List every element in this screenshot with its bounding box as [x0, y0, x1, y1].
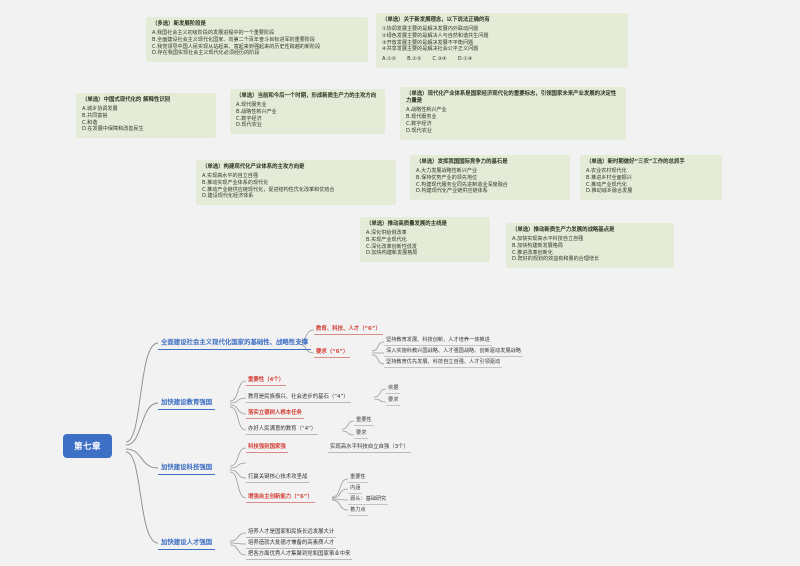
quiz-line: ②绿色发展主要的是解决人与自然和谐共生问题 — [382, 32, 489, 39]
quiz-card-high-quality-development: （单选）推动高质量发展的主线是 A.深化供给侧改革 B.实现产业现代化 C.深化… — [360, 217, 490, 263]
mindmap: 第七章 全面建设社会主义现代化国家的基础性、战略性支撑 教育、科技、人才（“6”… — [8, 5, 792, 561]
quiz-line: D.既好的规划的效益有和量的合理增长 — [512, 256, 600, 263]
quiz-line: C.深化改革创新性低发 — [366, 243, 418, 250]
leaf-node-connotation[interactable]: 内涵 — [348, 483, 363, 494]
subnode-requirements-6[interactable]: 要求（“6”） — [314, 346, 351, 358]
quiz-card-national-competitiveness: （单选）发挥我国国际竞争力的基石是 A.大力发展战略性新兴产业 B.保持优势产业… — [410, 155, 570, 201]
mindmap-canvas: （多选）新发展阶段是 A.我国社会主义初级阶段的发展进程中的一个重要阶段 B.全… — [8, 5, 792, 561]
quiz-line: B.加快构建新发展格局 — [512, 242, 563, 249]
quiz-card-new-development-stage: （多选）新发展阶段是 A.我国社会主义初级阶段的发展进程中的一个重要阶段 B.全… — [146, 17, 368, 63]
quiz-line: B.推进乡村全面振兴 — [586, 174, 632, 181]
subnode-key-core-technology[interactable]: 打赢关键核心技术攻坚战 — [246, 471, 310, 483]
quiz-line: A.战略性新兴产业 — [406, 107, 447, 114]
quiz-card-modern-industry-system: （单选）现代化产业体系是国家经济现代化的重要标志，引领国家未来产业发展的决定性力… — [400, 87, 626, 140]
quiz-line: A.加快实现高水平科技自立自强 — [512, 235, 584, 242]
quiz-title: （单选）现代化产业体系是国家经济现代化的重要标志，引领国家未来产业发展的决定性力… — [406, 91, 617, 105]
subnode-strong-science-strong-nation[interactable]: 科技强则国家强 — [246, 441, 288, 453]
quiz-line: ③开放发展主要的是解决发展不平衡问题 — [382, 39, 474, 46]
quiz-line: D.现代农业 — [406, 127, 432, 134]
subnode-education-science-talent[interactable]: 教育、科技、人才（“6”） — [314, 323, 383, 335]
leaf-node-strategies[interactable]: 深入实施科教兴国战略、人才强国战略、创新驱动发展战略 — [384, 346, 523, 357]
quiz-line: A.实现高水平的自立自强 — [202, 172, 258, 179]
quiz-line: C.推动产业链供应链现代化，促进结构性优化改革和优结合 — [202, 186, 335, 193]
quiz-options: A.①② B.②③ C.③④ D.①④ — [382, 56, 622, 63]
quiz-line: C.和谐 — [82, 119, 98, 126]
quiz-line: B.推动实现产业体系的现代化 — [202, 179, 269, 186]
subnode-talent-long-term-plan[interactable]: 培养人才是国家和民族长远发展大计 — [246, 526, 337, 538]
quiz-line: A.现代服务业 — [236, 101, 267, 108]
quiz-line: B.共同富裕 — [82, 112, 108, 119]
branch-node-foundation-strategic-support[interactable]: 全面建设社会主义现代化国家的基础性、战略性支撑 — [158, 335, 311, 350]
quiz-title: （单选）新时期做好“三农”工作的总抓手 — [586, 159, 685, 165]
leaf-node-requirement[interactable]: 要求 — [386, 395, 401, 406]
quiz-line: B.现代服务业 — [406, 113, 437, 120]
branch-node-science-tech-power[interactable]: 加快建设科技强国 — [158, 460, 216, 475]
quiz-card-new-quality-productivity: （单选）推动新质生产力发展的战略基点是 A.加快实现高水平科技自立自强 B.加快… — [506, 223, 674, 269]
quiz-line: A.我国社会主义初级阶段的发展进程中的一个重要阶段 — [152, 29, 275, 36]
quiz-line: C.数字经济 — [236, 115, 262, 122]
quiz-line: A.农业农村现代化 — [586, 167, 627, 174]
subnode-education-cornerstone[interactable]: 教育是民族振兴、社会进步的基石（“4”） — [246, 391, 351, 403]
quiz-title: （单选）关于新发展理念，以下说法正确的有 — [382, 17, 490, 23]
quiz-line: C.我党领导中国人民实现从站起来、富起来到强起来的历史性跨越的新阶段 — [152, 43, 321, 50]
quiz-line: B.全面建设社会主义现代化国家、向第二个百年奋斗目标进军的重要阶段 — [152, 36, 316, 43]
leaf-node-importance[interactable]: 重要性 — [354, 415, 374, 426]
subnode-satisfying-education[interactable]: 办好人民满意的教育（“4”） — [246, 423, 319, 435]
quiz-title: （单选）构建现代化产业体系的主攻方向是 — [202, 164, 305, 170]
quiz-title: （单选）推动高质量发展的主线是 — [366, 221, 447, 227]
leaf-node-source-basic-research[interactable]: 源头：基础研究 — [348, 494, 389, 505]
quiz-title: （单选）中国式现代化的 解释性识别 — [82, 97, 171, 103]
quiz-card-build-modern-industry: （单选）构建现代化产业体系的主攻方向是 A.实现高水平的自立自强 B.推动实现产… — [196, 160, 396, 206]
quiz-line: A.深化供给侧改革 — [366, 229, 407, 236]
quiz-line: B.实现产业现代化 — [366, 236, 407, 243]
branch-node-talent-power[interactable]: 加快建设人才强国 — [158, 535, 216, 550]
mindmap-root-node[interactable]: 第七章 — [63, 434, 113, 458]
quiz-line: ①协调发展主要的是解决发展内外联动问题 — [382, 25, 479, 32]
quiz-line: D.推动城乡融合发展 — [586, 188, 633, 195]
quiz-line: D.构建现代化产业链供应链体系 — [416, 188, 488, 195]
quiz-card-three-agriculture: （单选）新时期做好“三农”工作的总抓手 A.农业农村现代化 B.推进乡村全面振兴… — [580, 155, 722, 201]
quiz-line: C.推动产业现代化 — [586, 181, 627, 188]
quiz-line: C.推进改革创新化 — [512, 249, 553, 256]
quiz-option[interactable]: C.③④ — [432, 56, 447, 63]
quiz-title: （单选）当前和今后一个时期，形成新质生产力的主攻方向 — [236, 93, 377, 99]
quiz-line: B.战略性新兴产业 — [236, 108, 277, 115]
quiz-line: D.建设现代化经济体系 — [202, 193, 254, 200]
quiz-card-new-development-concept: （单选）关于新发展理念，以下说法正确的有 ①协调发展主要的是解决发展内外联动问题… — [376, 13, 628, 69]
quiz-line: A.大力发展战略性新兴产业 — [416, 167, 478, 174]
subnode-cultivate-high-quality-talent[interactable]: 培养造就大批德才兼备的高素质人才 — [246, 537, 337, 549]
leaf-node-priority-development[interactable]: 坚持教育优先发展、科技自立自强、人才引领驱动 — [384, 357, 503, 368]
quiz-line: D.在发展中保障和改善民生 — [82, 126, 144, 133]
quiz-card-new-industry-main: （单选）当前和今后一个时期，形成新质生产力的主攻方向 A.现代服务业 B.战略性… — [230, 89, 385, 135]
quiz-line: C.构建现代服务业同先进制造业深度融合 — [416, 181, 508, 188]
mindmap-connectors — [125, 329, 387, 556]
leaf-node-basis[interactable]: 依据 — [386, 383, 401, 394]
quiz-title: （多选）新发展阶段是 — [152, 21, 206, 27]
quiz-option[interactable]: A.①② — [382, 56, 397, 63]
quiz-line: B.保持优势产业的领先地位 — [416, 174, 478, 181]
quiz-option[interactable]: B.②③ — [407, 56, 422, 63]
quiz-line: ④共享发展主要的是解决社会公平正义问题 — [382, 46, 479, 53]
leaf-node-focus-point[interactable]: 着力点 — [348, 505, 368, 516]
leaf-node-integrated-advance[interactable]: 坚持教育发展、科技创新、人才培养一体推进 — [384, 335, 492, 346]
subnode-importance-4[interactable]: 重要性（4个） — [246, 374, 287, 386]
leaf-node-importance[interactable]: 重要性 — [348, 472, 368, 483]
quiz-card-chinese-modernization-understanding: （单选）中国式现代化的 解释性识别 A.城乡协调发展 B.共同富裕 C.和谐 D… — [76, 93, 216, 139]
quiz-title: （单选）推动新质生产力发展的战略基点是 — [512, 227, 615, 233]
subnode-gather-outstanding-talent[interactable]: 把各方面优秀人才集聚到党和国家事业中来 — [246, 548, 353, 560]
quiz-line: D.现代农业 — [236, 122, 262, 129]
subnode-independent-innovation[interactable]: 增强自主创新能力（“6”） — [246, 491, 315, 503]
quiz-line: D.加快构建新发展格局 — [366, 250, 418, 257]
branch-node-education-power[interactable]: 加快建设教育强国 — [158, 395, 216, 410]
quiz-line: A.城乡协调发展 — [82, 105, 118, 112]
subnode-high-level-self-reliance[interactable]: 实现高水平科技自立自强（3个） — [328, 441, 411, 453]
quiz-line: D.存在我国实现社会主义现代化必须经历的阶段 — [152, 50, 260, 57]
subnode-moral-education-task[interactable]: 落实立德树人根本任务 — [246, 407, 304, 419]
leaf-node-requirement[interactable]: 要求 — [354, 428, 369, 439]
quiz-line: C.数字经济 — [406, 120, 432, 127]
quiz-option[interactable]: D.①④ — [457, 56, 473, 63]
quiz-title: （单选）发挥我国国际竞争力的基石是 — [416, 159, 508, 165]
